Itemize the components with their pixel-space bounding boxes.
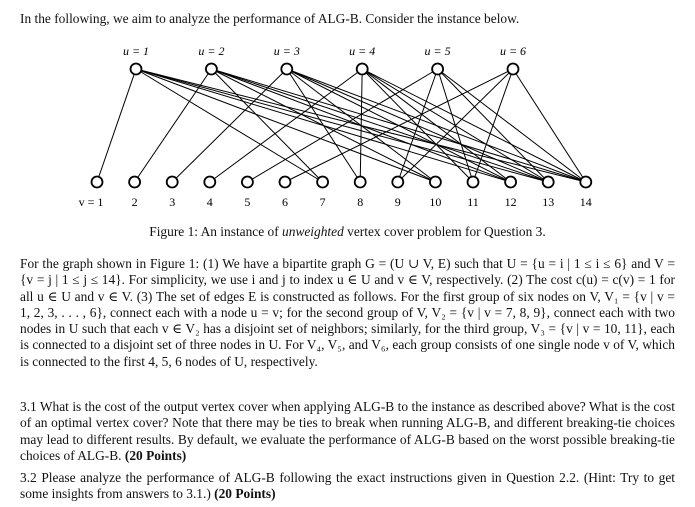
graph-edge xyxy=(361,68,587,183)
v-node-label: 9 xyxy=(395,195,401,209)
graph-edge xyxy=(135,68,436,183)
graph-edge xyxy=(135,68,511,183)
v-node xyxy=(90,175,104,189)
v-node xyxy=(240,175,254,189)
v-node xyxy=(428,175,442,189)
v-node xyxy=(579,175,593,189)
question-3-1: 3.1 What is the cost of the output verte… xyxy=(20,399,675,463)
u-node-label: u = 6 xyxy=(500,44,526,58)
question-3-2: 3.2 Please analyze the performance of AL… xyxy=(20,470,675,502)
graph-edge xyxy=(135,68,549,183)
v-node-label: v = 1 xyxy=(79,195,104,209)
v-node-label: 5 xyxy=(244,195,250,209)
u-node xyxy=(280,62,294,76)
v-node xyxy=(316,175,330,189)
graph-edge xyxy=(211,68,586,183)
graph-edge xyxy=(437,68,549,183)
graph-edge xyxy=(286,68,549,183)
problem-description: For the graph shown in Figure 1: (1) We … xyxy=(20,256,675,369)
v-node-label: 14 xyxy=(580,195,592,209)
v-node-label: 7 xyxy=(320,195,326,209)
u-node xyxy=(431,62,445,76)
v-node xyxy=(128,175,142,189)
v-node-label: 4 xyxy=(207,195,213,209)
u-node-label: u = 2 xyxy=(198,44,224,58)
u-node xyxy=(204,62,218,76)
u-node-label: u = 1 xyxy=(123,44,149,58)
graph-edge xyxy=(512,68,587,183)
u-node-label: u = 5 xyxy=(425,44,451,58)
bipartite-graph-figure: u = 1 u = 2 u = 3 u = 4 u = 5 u = 6 v = 1 2 3 4 5 6… xyxy=(79,44,593,209)
u-node xyxy=(355,62,369,76)
graph-edge xyxy=(135,68,323,183)
v-node-label: 2 xyxy=(132,195,138,209)
v-node xyxy=(391,175,405,189)
u-node xyxy=(129,62,143,76)
graph-edge xyxy=(361,68,549,183)
graph-edge xyxy=(437,68,587,183)
v-node xyxy=(504,175,518,189)
v-node xyxy=(541,175,555,189)
intro-text: In the following, we aim to analyze the … xyxy=(20,11,520,26)
graph-edge xyxy=(96,68,137,183)
v-node xyxy=(278,175,292,189)
v-node xyxy=(466,175,480,189)
u-node-label: u = 4 xyxy=(349,44,375,58)
u-node xyxy=(506,62,520,76)
v-node xyxy=(353,175,367,189)
graph-edge xyxy=(134,68,212,183)
graph-edge xyxy=(211,68,549,183)
graph-edge xyxy=(135,68,586,183)
v-node xyxy=(165,175,179,189)
v-node-label: 8 xyxy=(357,195,363,209)
v-node xyxy=(203,175,217,189)
figure-caption: Figure 1: An instance of unweighted vert… xyxy=(149,224,546,239)
graph-edge xyxy=(211,68,323,183)
v-node-label: 12 xyxy=(505,195,517,209)
v-node-label: 3 xyxy=(169,195,175,209)
v-node-label: 6 xyxy=(282,195,288,209)
v-node-label: 13 xyxy=(542,195,554,209)
u-node-label: u = 3 xyxy=(274,44,300,58)
graph-edge xyxy=(286,68,586,183)
v-node-label: 10 xyxy=(429,195,441,209)
v-node-label: 11 xyxy=(467,195,479,209)
